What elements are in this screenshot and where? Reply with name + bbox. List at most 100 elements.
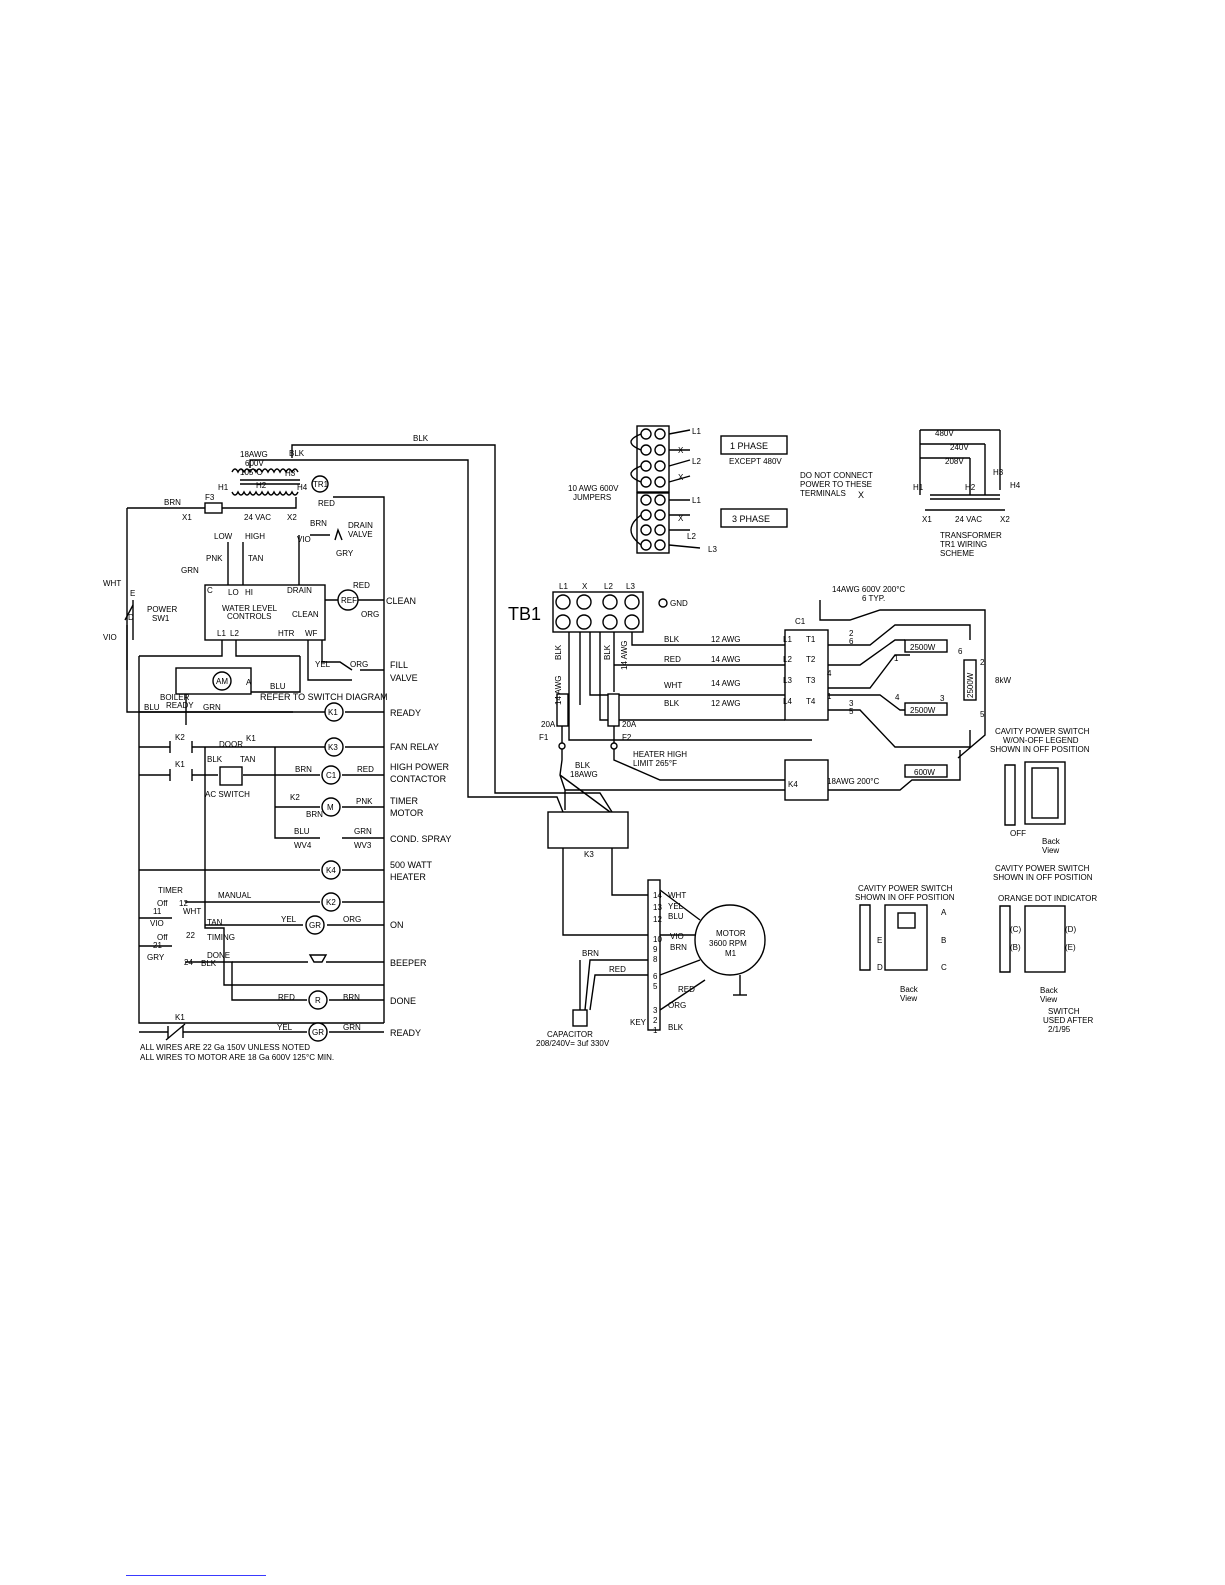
pn-3b: 3 (940, 694, 945, 703)
wlc-c: C (207, 586, 213, 595)
cs-grn: GRN (354, 827, 372, 836)
sw2-e: E (877, 936, 882, 945)
sw3-title-2: SHOWN IN OFF POSITION (993, 873, 1093, 882)
wlc-clean-inner: CLEAN (292, 610, 319, 619)
note-1: ALL WIRES ARE 22 Ga 150V UNLESS NOTED (140, 1043, 310, 1052)
scheme-240: 240V (950, 443, 969, 452)
fill-yel: YEL (315, 660, 331, 669)
wlc-hi: HI (245, 588, 253, 597)
row3-awg: 14 AWG (711, 679, 741, 688)
sw3-c: (C) (1010, 925, 1021, 934)
on-label: ON (390, 920, 404, 930)
tr1-h2: H2 (256, 481, 267, 490)
door-label: DOOR (219, 740, 243, 749)
pn-1b: 1 (894, 654, 899, 663)
timer-12: 12 (179, 899, 188, 908)
contactor-k4: K4 (788, 780, 798, 789)
mw-yel: YEL (668, 902, 684, 911)
pin-13: 13 (653, 903, 662, 912)
timer-24: 24 (184, 958, 193, 967)
sw1-off: OFF (1010, 829, 1026, 838)
hpc-1: HIGH POWER (390, 762, 450, 772)
door-tan: TAN (240, 755, 256, 764)
relay-k4: K4 (326, 866, 336, 875)
tb1-blk3: BLK (575, 761, 591, 770)
scheme-h2: H2 (965, 483, 976, 492)
scheme-x2: X2 (1000, 515, 1010, 524)
mw-red: RED (678, 985, 695, 994)
tr1-red: RED (318, 499, 335, 508)
ready2-gr: GR (312, 1028, 324, 1037)
sw3-back-1: Back (1040, 986, 1059, 995)
ac-switch: AC SWITCH (205, 790, 250, 799)
tb1-l1: L1 (559, 582, 568, 591)
k3-label: K3 (584, 850, 594, 859)
sw2-back-2: View (900, 994, 917, 1003)
pn-5: 5 (849, 707, 854, 716)
c1-brn: BRN (295, 765, 312, 774)
mw-brn: BRN (670, 943, 687, 952)
jumper-spec-1: 10 AWG 600V (568, 484, 619, 493)
row1-l: L1 (783, 635, 792, 644)
relay-k3: K3 (328, 743, 338, 752)
motor-label-1: MOTOR (716, 929, 746, 938)
pin-14: 14 (653, 891, 662, 900)
capacitor-1: CAPACITOR (547, 1030, 593, 1039)
sw3-b: (B) (1010, 943, 1021, 952)
dnc-2: POWER TO THESE (800, 480, 872, 489)
scheme-label-1: TRANSFORMER (940, 531, 1002, 540)
tr1-brn2: BRN (310, 519, 327, 528)
wlc-org: ORG (361, 610, 379, 619)
on-gr: GR (309, 921, 321, 930)
wlc-title-2: CONTROLS (227, 612, 271, 621)
wlc-vio: VIO (297, 535, 311, 544)
wlc-low: LOW (214, 532, 233, 541)
timer-wht: WHT (183, 907, 201, 916)
scheme-vac: 24 VAC (955, 515, 982, 524)
fan-relay: FAN RELAY (390, 742, 439, 752)
heater500-1: 500 WATT (390, 860, 433, 870)
sw2-title-1: CAVITY POWER SWITCH (858, 884, 953, 893)
relay-c1: C1 (326, 771, 337, 780)
scheme-h3: H3 (993, 468, 1004, 477)
pin-3: 3 (653, 1006, 658, 1015)
hhl-1: HEATER HIGH (633, 750, 687, 759)
fuse-f1: F1 (539, 733, 549, 742)
on-yel: YEL (281, 915, 297, 924)
wlc-high: HIGH (245, 532, 265, 541)
motor-label-3: M1 (725, 949, 737, 958)
scheme-208: 208V (945, 457, 964, 466)
timer-off2: Off (157, 933, 168, 942)
row2-awg: 14 AWG (711, 655, 741, 664)
am-a: A (246, 678, 252, 687)
wire-label-blk-top: BLK (413, 434, 429, 443)
row1-awg: 12 AWG (711, 635, 741, 644)
sw1-back-1: Back (1042, 837, 1061, 846)
tr1-tag: TR1 (313, 480, 329, 489)
jumper-x2: X (678, 473, 684, 482)
tr1-spec-3: 105°C (240, 468, 263, 477)
boiler-1: BOILER (160, 693, 190, 702)
tb1-gnd: GND (670, 599, 688, 608)
tr1-x1: X1 (182, 513, 192, 522)
row3-t: T3 (806, 676, 816, 685)
scheme-h4: H4 (1010, 481, 1021, 490)
note-2: ALL WIRES TO MOTOR ARE 18 Ga 600V 125°C … (140, 1053, 334, 1062)
timer-vio: VIO (150, 919, 164, 928)
power-spec-1: 14AWG 600V 200°C (832, 585, 905, 594)
hhl-2: LIMIT 265°F (633, 759, 677, 768)
diagram-labels: BLK 18AWG 600V 105°C BLK H1 H2 H3 H4 TR1… (103, 427, 1097, 1062)
door-blk: BLK (207, 755, 223, 764)
manual-label: MANUAL (218, 891, 252, 900)
jumper-l3b: L3 (708, 545, 717, 554)
jumper-l2b: L2 (687, 532, 696, 541)
sw2-back-1: Back (900, 985, 919, 994)
heater-8kw: 8kW (995, 676, 1011, 685)
scheme-x1: X1 (922, 515, 932, 524)
sw2-title-2: SHOWN IN OFF POSITION (855, 893, 955, 902)
done-brn: BRN (343, 993, 360, 1002)
wlc-gry: GRY (336, 549, 354, 558)
pn-2: 2 (849, 629, 854, 638)
wlc-lo: LO (228, 588, 239, 597)
